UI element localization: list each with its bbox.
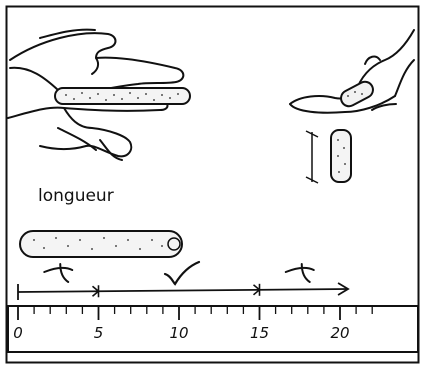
range-axis-line: [18, 289, 348, 292]
ruler-tick-label: 10: [169, 324, 188, 342]
figure-caption: longueur: [38, 186, 114, 206]
ruler: 0 5 10 15 20: [8, 306, 418, 352]
ruler-tick-label: 15: [250, 324, 269, 342]
measured-vertical-roll: [306, 130, 351, 183]
small-soil-roll-in-hand: [338, 79, 376, 109]
ruler-tick-label: 5: [94, 324, 104, 342]
cross-mark-icon: [286, 264, 314, 282]
length-range-arrows: [18, 262, 348, 300]
check-mark-icon: [165, 262, 199, 284]
cross-mark-icon: [44, 264, 72, 282]
ruler-tick-label: 20: [330, 324, 349, 342]
ruler-tick-label: 0: [13, 324, 23, 342]
long-soil-roll: [20, 231, 182, 257]
soil-roll-between-hands: [55, 88, 190, 104]
